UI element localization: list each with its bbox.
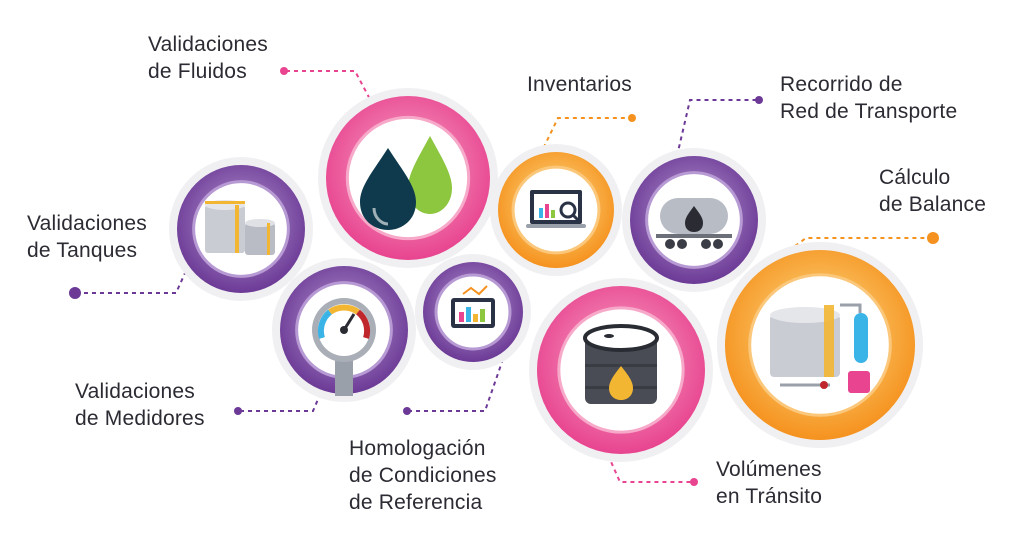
oil-barrel-icon	[583, 324, 659, 404]
label-inventarios: Inventarios	[527, 73, 632, 96]
laptop-chart-magnifier-icon	[526, 190, 586, 228]
connector-volumenes	[607, 454, 698, 486]
connector-red	[676, 96, 763, 157]
fluid-drops-icon	[360, 136, 452, 230]
connector-medidores	[234, 389, 323, 415]
tablet-bar-chart-icon	[451, 285, 495, 328]
rail-tank-car-icon	[656, 198, 732, 249]
storage-tanks-icon	[205, 200, 275, 255]
connector-balance	[794, 232, 939, 247]
storage-plant-icon	[770, 303, 870, 393]
node-circle-fluidos	[318, 88, 498, 268]
connector-tanques	[69, 261, 191, 299]
connector-inventarios	[539, 114, 636, 156]
pressure-gauge-icon	[312, 298, 376, 396]
connector-homologacion	[403, 361, 503, 415]
connector-fluidos	[280, 67, 373, 104]
